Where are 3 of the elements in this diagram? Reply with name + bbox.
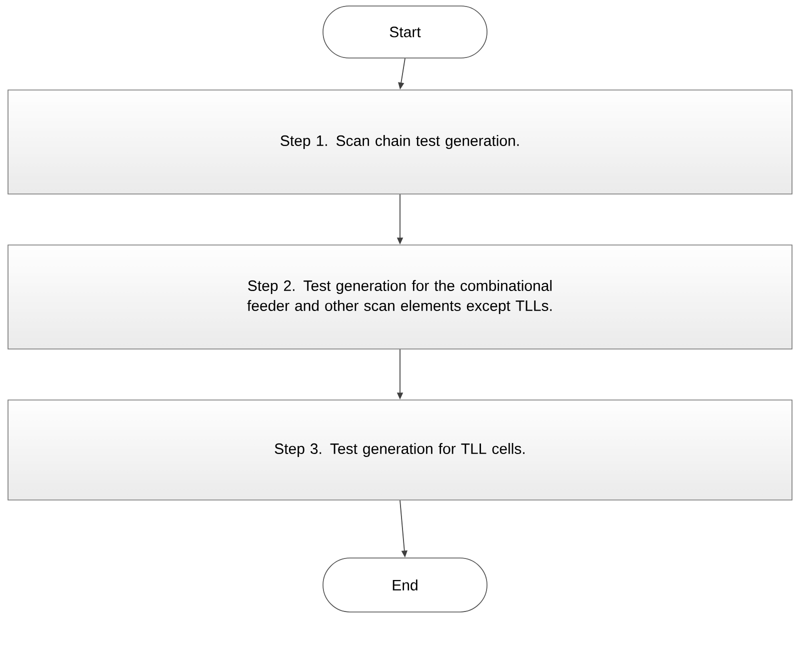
- process-box: Step 1. Scan chain test generation.: [8, 90, 792, 194]
- process-box: Step 3. Test generation for TLL cells.: [8, 400, 792, 500]
- process-box: Step 2. Test generation for the combinational feeder and other scan elements except TLLs.: [8, 244, 792, 350]
